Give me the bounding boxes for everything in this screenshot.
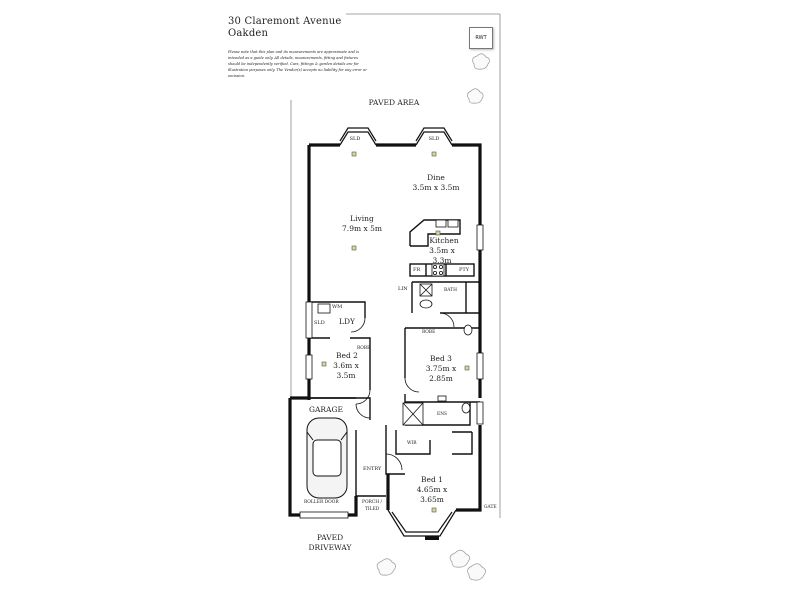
door-swings	[350, 312, 455, 471]
kitchen-size-1: 3.5m x	[429, 246, 455, 255]
bed2-name: Bed 2	[336, 351, 358, 360]
wall-windows	[299, 224, 484, 519]
linen-label: LIN	[398, 286, 408, 292]
agency-logo: RWT	[469, 27, 493, 49]
dine-size: 3.5m x 3.5m	[412, 183, 460, 192]
washing-machine-label: WM	[332, 304, 343, 310]
living-size: 7.9m x 5m	[342, 224, 382, 233]
roller-door-label: ROLLER DOOR	[304, 500, 339, 505]
bed2-size-1: 3.6m x	[333, 361, 359, 370]
car-illustration	[306, 417, 348, 499]
bed1-size-2: 3.65m	[420, 495, 444, 504]
walk-in-robe-label: WIR	[407, 441, 417, 446]
kitchen-size-2: 3.3m	[432, 256, 452, 265]
bed1-name: Bed 1	[421, 475, 443, 484]
sliding-door-ldy-label: SLD	[314, 320, 325, 326]
lot-boundary	[290, 13, 501, 518]
paved-area-label: PAVED AREA	[368, 98, 420, 107]
bed3-size-2: 2.85m	[429, 374, 453, 383]
bath-label: BATH	[444, 288, 457, 293]
porch-label-1: PORCH /	[362, 500, 382, 505]
bed1-size-1: 4.65m x	[416, 485, 448, 494]
appliances	[317, 219, 473, 426]
garden-shrubs	[376, 53, 490, 581]
light-fittings	[321, 151, 470, 513]
laundry-name: LDY	[339, 317, 355, 326]
robe-bed3-label: ROBE	[422, 330, 436, 335]
bed3-size-1: 3.75m x	[425, 364, 457, 373]
fridge-label: FR	[413, 267, 421, 273]
bed2-size-2: 3.5m	[336, 371, 356, 380]
living-name: Living	[350, 214, 374, 223]
kitchen-name: Kitchen	[429, 236, 459, 245]
ensuite-label: ENS	[437, 412, 448, 417]
bay-windows	[339, 127, 457, 537]
gate-label: GATE	[484, 505, 497, 510]
pantry-label: PTY	[459, 267, 469, 273]
bed3-name: Bed 3	[430, 354, 452, 363]
paved-driveway-line-1: PAVED	[316, 533, 344, 542]
porch-label-2: TILED	[365, 507, 380, 512]
entry-name: ENTRY	[363, 466, 382, 472]
address-line-2: Oakden	[228, 28, 269, 39]
robe-bed2-label: ROBE	[357, 346, 371, 351]
dine-name: Dine	[427, 173, 445, 182]
logo-text: RWT	[475, 35, 487, 41]
sliding-door-label-1: SLD	[349, 136, 361, 142]
sliding-door-label-2: SLD	[428, 136, 440, 142]
bay-window-sill	[425, 536, 439, 540]
paved-driveway-line-2: DRIVEWAY	[308, 543, 352, 552]
garage-name: GARAGE	[309, 405, 343, 414]
address-line-1: 30 Claremont Avenue	[228, 16, 342, 27]
disclaimer-text: Please note that this plan and its measu…	[228, 50, 367, 78]
